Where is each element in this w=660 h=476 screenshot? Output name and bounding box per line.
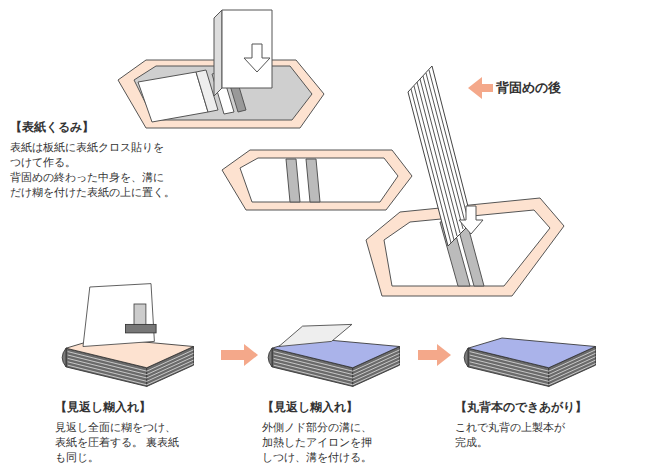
down-arrow bbox=[244, 44, 270, 72]
step-note: 【見返し糊入れ】外側ノド部分の溝に、 加熱したアイロンを押 しつけ、溝を付ける。 bbox=[262, 292, 414, 465]
down-arrow bbox=[459, 206, 483, 234]
casing-in bbox=[366, 66, 564, 296]
endpaper-sheet bbox=[83, 284, 154, 347]
book-block bbox=[408, 66, 472, 246]
step-text: 外側ノド部分の溝に、 加熱したアイロンを押 しつけ、溝を付ける。 bbox=[262, 420, 377, 465]
pointer-arrow bbox=[468, 77, 493, 99]
book-gluing bbox=[62, 284, 193, 387]
book-ironing bbox=[268, 324, 399, 386]
step-note: 【表紙くるみ】表紙は板紙に表紙クロス貼りを つけて作る。背固めの終わった中身を、… bbox=[10, 118, 194, 200]
groove bbox=[286, 159, 300, 202]
board-side bbox=[214, 10, 222, 96]
step-arrow bbox=[221, 344, 258, 366]
cover-assembly bbox=[118, 10, 324, 128]
cover-cloth bbox=[222, 150, 412, 210]
cover-board bbox=[240, 158, 398, 202]
step-text: これで丸背の上製本が 完成。 bbox=[455, 420, 570, 450]
arrow-shaft bbox=[221, 350, 244, 360]
brush-handle bbox=[134, 304, 146, 326]
stage-label: 背固めの後 bbox=[496, 79, 561, 97]
board-sheet bbox=[222, 10, 272, 88]
page-lines bbox=[411, 70, 469, 243]
cover-flap bbox=[279, 324, 352, 346]
step-arrow bbox=[418, 344, 451, 366]
text-block bbox=[138, 72, 208, 122]
step-text: 表紙は板紙に表紙クロス貼りを つけて作る。 bbox=[10, 140, 176, 170]
arrow-head bbox=[244, 344, 258, 366]
flat-cover bbox=[222, 150, 412, 210]
brush-bristles bbox=[126, 324, 157, 333]
step-text: 背固めの終わった中身を、溝に だけ糊を付けた表紙の上に置く。 bbox=[10, 170, 176, 200]
step-heading: 【表紙くるみ】 bbox=[10, 118, 194, 136]
arrow-head bbox=[437, 344, 451, 366]
step-heading: 【見返し糊入れ】 bbox=[262, 398, 414, 416]
step-heading: 【見返し糊入れ】 bbox=[55, 398, 217, 416]
book-finished bbox=[464, 338, 595, 386]
arrow-shaft bbox=[418, 350, 437, 360]
step-note: 【見返し糊入れ】見返し全面に糊をつけ、 表紙を圧着する。 裏表紙も同じ。 bbox=[55, 292, 217, 465]
step-heading: 【丸背本のできあがり】 bbox=[455, 398, 632, 416]
step-text: 見返し全面に糊をつけ、 表紙を圧着する。 裏表紙も同じ。 bbox=[55, 420, 181, 465]
step-note: 【丸背本のできあがり】これで丸背の上製本が 完成。 bbox=[455, 292, 632, 450]
groove bbox=[306, 159, 320, 202]
book-top bbox=[468, 338, 596, 368]
